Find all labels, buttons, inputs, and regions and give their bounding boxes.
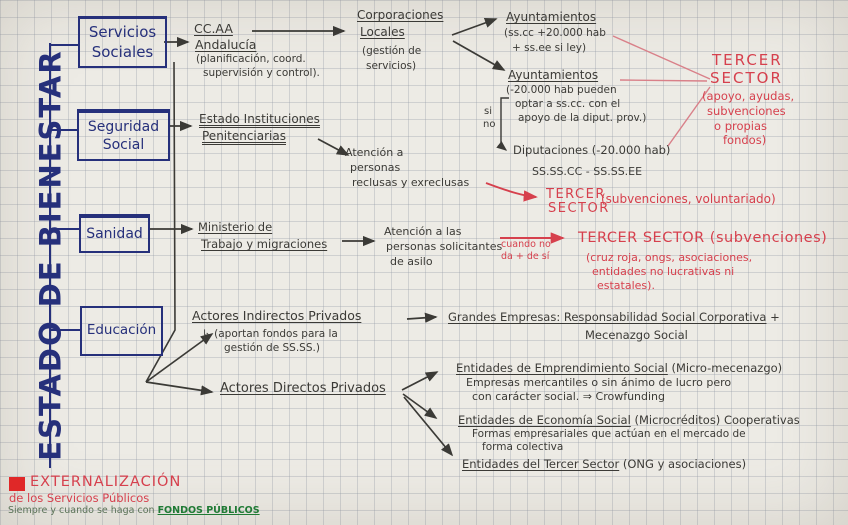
note-atencion-reclusas-3: reclusas y exreclusas: [352, 176, 470, 189]
note-grandes-empresas: Grandes Empresas: Responsabilidad Social…: [448, 311, 780, 324]
tercer-sector-3-titulo: TERCER SECTOR (subvenciones): [578, 230, 828, 246]
note-asilo-3: de asilo: [390, 255, 433, 268]
note-estado-instituciones: Estado Instituciones: [199, 112, 320, 126]
note-emprendimiento: Entidades de Emprendimiento Social (Micr…: [456, 362, 782, 375]
note-diputaciones: Diputaciones (-20.000 hab): [513, 143, 671, 157]
note-economia-detalle-1: Formas empresariales que actúan en el me…: [472, 428, 746, 440]
note-andalucia: Andalucía: [195, 37, 257, 52]
box-sanidad: Sanidad: [79, 214, 150, 253]
box-educacion: Educación: [80, 306, 163, 356]
note-ayuntamientos-1-detalle-1: (ss.cc +20.000 hab: [504, 27, 606, 39]
tercer-sector-1-nota-2: subvenciones: [707, 104, 786, 118]
note-cuando-no-2: da + de sí: [501, 251, 550, 262]
box-servicios-line1: Servicios: [88, 23, 157, 41]
tercer-sector-2-line1: TERCER: [546, 187, 606, 202]
note-aportan-1: ↳ (aportan fondos para la: [202, 328, 338, 340]
note-emprendimiento-detalle-1: Empresas mercantiles o sin ánimo de lucr…: [466, 376, 732, 389]
tercer-sector-1-nota-3: o propias: [714, 119, 768, 133]
note-ministerio-1: Ministerio de: [198, 220, 273, 234]
note-economia-social: Entidades de Economía Social (Microcrédi…: [458, 414, 800, 427]
note-economia-detalle-2: forma colectiva: [482, 441, 564, 453]
note-ministerio-2: Trabajo y migraciones: [201, 237, 328, 251]
note-entidades-tercer-sector-sufijo: (ONG y asociaciones): [619, 457, 747, 471]
note-grandes-empresas-sufijo: +: [766, 310, 780, 324]
root-title: ESTADO DE BIENESTAR: [33, 49, 68, 461]
footer-externalizacion: EXTERNALIZACIÓN: [30, 474, 182, 490]
note-ayuntamientos-2-detalle-2: optar a ss.cc. con el: [515, 98, 621, 110]
tercer-sector-1-line1: TERCER: [712, 51, 783, 69]
note-ayuntamientos-2-detalle-1: (-20.000 hab pueden: [506, 84, 617, 96]
note-economia-social-sufijo: (Microcréditos) Cooperativas: [630, 413, 800, 427]
label-si: si: [484, 106, 492, 117]
note-asilo-1: Atención a las: [384, 225, 462, 238]
note-economia-social-titulo: Entidades de Economía Social: [458, 413, 631, 427]
tercer-sector-1-nota-4: fondos): [723, 133, 767, 147]
tercer-sector-2-line2: SECTOR: [548, 201, 610, 216]
note-sscc-ssee: SS.SS.CC - SS.SS.EE: [532, 165, 643, 178]
note-entidades-tercer-sector-titulo: Entidades del Tercer Sector: [462, 457, 620, 471]
note-gestion-2: servicios): [366, 60, 417, 72]
note-actores-indirectos: Actores Indirectos Privados: [192, 308, 362, 323]
note-emprendimiento-detalle-2: con carácter social. ⇒ Crowfunding: [472, 390, 666, 403]
tercer-sector-3-nota-3: estatales).: [597, 279, 655, 292]
footer-condicion-texto: Siempre y cuando se haga con: [8, 505, 158, 516]
tercer-sector-1-line2: SECTOR: [710, 69, 783, 87]
box-sanidad-label: Sanidad: [86, 226, 143, 243]
note-asilo-2: personas solicitantes: [386, 240, 503, 253]
footer-fondos-publicos: FONDOS PÚBLICOS: [157, 505, 260, 516]
box-seguridad-social: Seguridad Social: [77, 109, 170, 161]
tercer-sector-3-nota-2: entidades no lucrativas ni: [592, 265, 735, 278]
box-servicios-line2: Sociales: [91, 42, 154, 61]
tercer-sector-1-nota-1: (apoyo, ayudas,: [702, 89, 795, 103]
note-entidades-tercer-sector: Entidades del Tercer Sector (ONG y asoci…: [462, 458, 746, 471]
note-penitenciarias: Penitenciarias: [202, 129, 286, 143]
note-ayuntamientos-2-detalle-3: apoyo de la diput. prov.): [518, 112, 647, 124]
tercer-sector-2-nota: (subvenciones, voluntariado): [601, 192, 776, 206]
red-relation-lines: [612, 35, 711, 147]
note-ccaa-detalle-2: supervisión y control).: [203, 67, 320, 79]
note-ccaa: CC.AA: [194, 21, 233, 36]
note-atencion-reclusas-2: personas: [350, 161, 401, 174]
note-gestion-1: (gestión de: [362, 45, 422, 57]
tercer-sector-3-nota-1: (cruz roja, ongs, asociaciones,: [586, 251, 753, 264]
note-cuando-no-1: cuando no: [501, 239, 551, 250]
box-educacion-label: Educación: [86, 322, 157, 339]
note-grandes-empresas-titulo: Grandes Empresas: Responsabilidad Social…: [448, 310, 767, 324]
note-ayuntamientos-2: Ayuntamientos: [508, 68, 599, 82]
note-atencion-reclusas-1: Atención a: [345, 146, 404, 159]
note-ayuntamientos-1-detalle-2: + ss.ee si ley): [512, 42, 587, 54]
note-emprendimiento-titulo: Entidades de Emprendimiento Social: [456, 361, 668, 375]
label-no: no: [483, 119, 496, 130]
note-corporaciones: Corporaciones: [357, 8, 444, 22]
red-square-bullet: [9, 477, 25, 491]
box-seguridad-line2: Social: [102, 137, 145, 153]
note-ayuntamientos-1: Ayuntamientos: [506, 10, 597, 24]
note-mecenazgo-social: Mecenazgo Social: [585, 328, 688, 342]
note-emprendimiento-sufijo: (Micro-mecenazgo): [667, 361, 783, 375]
note-locales: Locales: [360, 25, 405, 39]
footer-servicios-publicos: de los Servicios Públicos: [9, 491, 150, 505]
note-aportan-2: gestión de SS.SS.): [224, 342, 320, 354]
note-ccaa-detalle-1: (planificación, coord.: [196, 53, 306, 65]
footer-condicion: Siempre y cuando se haga con FONDOS PÚBL…: [8, 505, 260, 517]
box-servicios-sociales: Servicios Sociales: [78, 16, 167, 68]
note-actores-directos: Actores Directos Privados: [220, 381, 386, 396]
box-seguridad-line1: Seguridad: [87, 118, 160, 135]
